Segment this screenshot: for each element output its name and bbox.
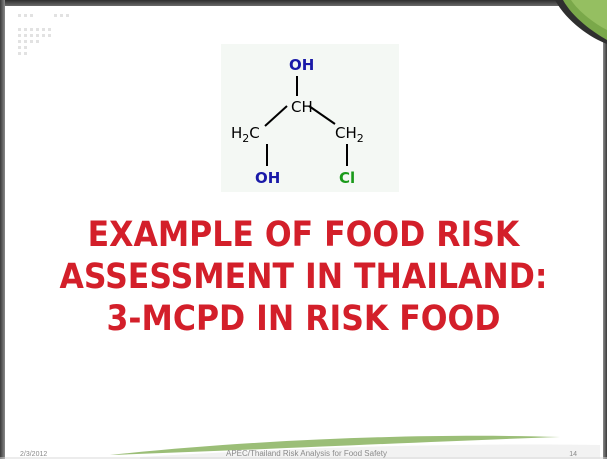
- cl-label: Cl: [339, 169, 355, 187]
- title-line-2: ASSESSMENT IN THAILAND:: [59, 257, 548, 297]
- frame-top-border: [0, 0, 607, 6]
- footer-center-text: APEC/Thailand Risk Analysis for Food Saf…: [226, 449, 387, 458]
- 3-mcpd-structure-diagram: OH CH H2C CH2 OH Cl: [221, 44, 399, 192]
- bond-ch-left: [264, 105, 288, 127]
- bond-ch-right: [308, 105, 336, 125]
- footer-page-number: 14: [569, 451, 577, 458]
- slide-footer: 2/3/2012 APEC/Thailand Risk Analysis for…: [0, 446, 607, 458]
- h2c-left-label: H2C: [231, 124, 260, 145]
- corner-leaf-icon: [555, 0, 607, 44]
- slide-title: EXAMPLE OF FOOD RISK ASSESSMENT IN THAIL…: [20, 214, 587, 340]
- title-line-3: 3-MCPD IN RISK FOOD: [106, 299, 501, 339]
- title-line-1: EXAMPLE OF FOOD RISK: [87, 215, 520, 255]
- bottom-swoosh-decoration: [0, 435, 607, 459]
- oh-bottom-label: OH: [255, 169, 280, 187]
- ch2-right-label: CH2: [335, 124, 364, 145]
- frame-left-border: [0, 0, 5, 459]
- decorative-dots-icon: [18, 14, 69, 55]
- frame-right-border: [603, 0, 607, 459]
- ch-center-label: CH: [291, 98, 313, 116]
- oh-top-label: OH: [289, 56, 314, 74]
- footer-date: 2/3/2012: [20, 451, 48, 458]
